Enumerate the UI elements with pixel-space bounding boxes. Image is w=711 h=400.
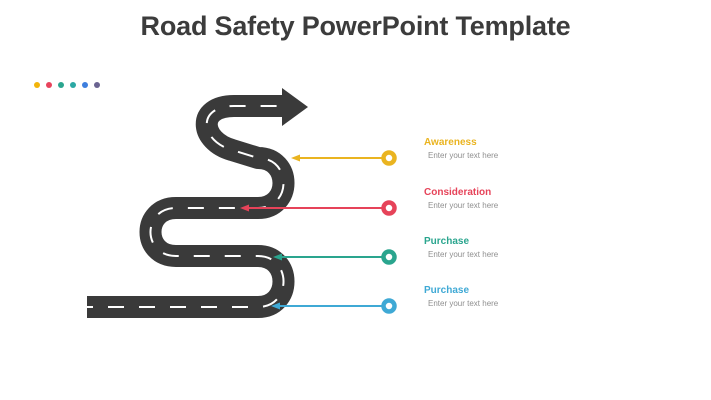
decorative-dots [34, 82, 100, 88]
connector-arrow-icon [240, 204, 249, 212]
decor-dot-icon [70, 82, 76, 88]
callout-consideration: Consideration Enter your text here [424, 187, 574, 210]
decor-dot-icon [82, 82, 88, 88]
connector-arrow-icon [271, 302, 280, 310]
callout-title[interactable]: Awareness [424, 137, 477, 148]
callout-awareness: Awareness Enter your text here [424, 137, 574, 160]
callout-text-placeholder[interactable]: Enter your text here [428, 250, 499, 259]
marker-ring-icon [381, 150, 397, 166]
callout-purchase-1: Purchase Enter your text here [424, 236, 574, 259]
callout-title[interactable]: Purchase [424, 236, 470, 247]
callout-text-placeholder[interactable]: Enter your text here [428, 299, 499, 308]
connector-awareness [291, 150, 397, 166]
callout-text-placeholder[interactable]: Enter your text here [428, 151, 499, 160]
slide-title[interactable]: Road Safety PowerPoint Template [140, 11, 571, 41]
connector-arrow-icon [273, 253, 282, 261]
decor-dot-icon [58, 82, 64, 88]
connector-purchase-2 [271, 298, 397, 314]
callout-text-placeholder[interactable]: Enter your text here [428, 201, 499, 210]
road-graphic [87, 95, 295, 318]
connector-arrow-icon [291, 154, 300, 162]
connector-purchase-1 [273, 249, 397, 265]
callout-title[interactable]: Purchase [424, 285, 470, 296]
road-arrow-icon [282, 88, 308, 126]
callout-title[interactable]: Consideration [424, 187, 492, 198]
connector-consideration [240, 200, 397, 216]
marker-ring-icon [381, 298, 397, 314]
marker-ring-icon [381, 249, 397, 265]
decor-dot-icon [34, 82, 40, 88]
decor-dot-icon [46, 82, 52, 88]
marker-ring-icon [381, 200, 397, 216]
callout-purchase-2: Purchase Enter your text here [424, 285, 574, 308]
decor-dot-icon [94, 82, 100, 88]
